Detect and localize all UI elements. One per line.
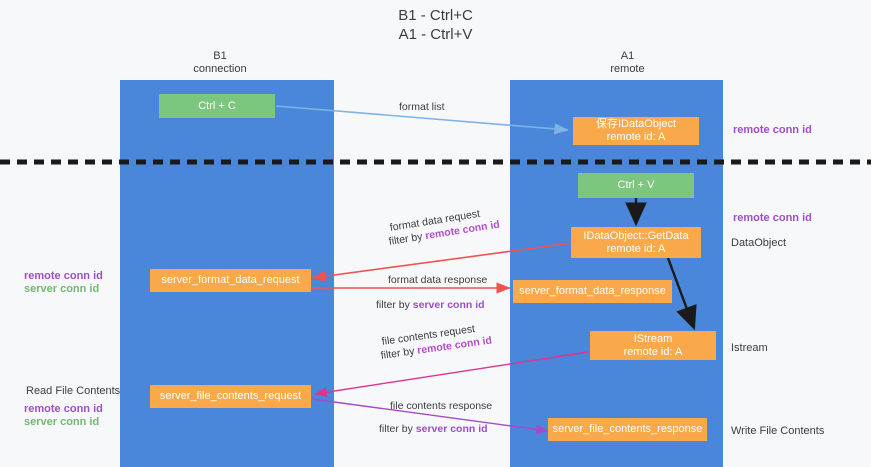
node-server-file-contents-response[interactable]: server_file_contents_response (548, 418, 707, 441)
caption-file-contents-response-line1: file contents response (390, 400, 493, 412)
annotation-left-read-file-contents: Read File Contents (26, 385, 121, 397)
caption-prefix: filter by (379, 423, 416, 435)
annotation-right-remote-conn-id-mid: remote conn id (733, 212, 812, 224)
node-server-format-data-request[interactable]: server_format_data_request (150, 269, 311, 292)
caption-highlight-server-conn-id: server conn id (412, 299, 485, 311)
caption-format-data-response-line1: format data response (388, 274, 488, 286)
caption-prefix: filter by (376, 299, 413, 311)
column-header-b1: B1 connection (193, 50, 247, 75)
annotation-right-dataobject: DataObject (731, 237, 787, 249)
annotation-left-server-conn-id: server conn id (24, 283, 100, 295)
annotation-right-remote-conn-id-top: remote conn id (733, 124, 812, 136)
annotation-left-remote-conn-id-2: remote conn id (24, 403, 103, 415)
caption-highlight-server-conn-id: server conn id (415, 423, 488, 435)
annotation-right-write-file-contents: Write File Contents (731, 425, 825, 437)
node-ctrl-v[interactable]: Ctrl + V (578, 173, 694, 198)
node-save-idataobject[interactable]: 保存IDataObject remote id: A (573, 117, 699, 145)
page-title: B1 - Ctrl+C A1 - Ctrl+V (398, 7, 473, 43)
column-header-a1: A1 remote (610, 50, 645, 75)
annotation-right-istream: Istream (731, 342, 768, 354)
caption-file-contents-response-line2: filter by server conn id (379, 423, 488, 436)
node-server-format-data-response[interactable]: server_format_data_response (513, 280, 672, 303)
node-server-file-contents-request[interactable]: server_file_contents_request (150, 385, 311, 408)
annotation-left-remote-conn-id: remote conn id (24, 270, 103, 282)
caption-format-data-response-line2: filter by server conn id (376, 299, 485, 312)
annotation-left-server-conn-id-2: server conn id (24, 416, 100, 428)
node-idataobject-getdata[interactable]: IDataObject::GetData remote id: A (571, 227, 701, 258)
node-istream[interactable]: IStream remote id: A (590, 331, 716, 360)
node-ctrl-c[interactable]: Ctrl + C (159, 94, 275, 118)
caption-format-list: format list (399, 101, 445, 113)
